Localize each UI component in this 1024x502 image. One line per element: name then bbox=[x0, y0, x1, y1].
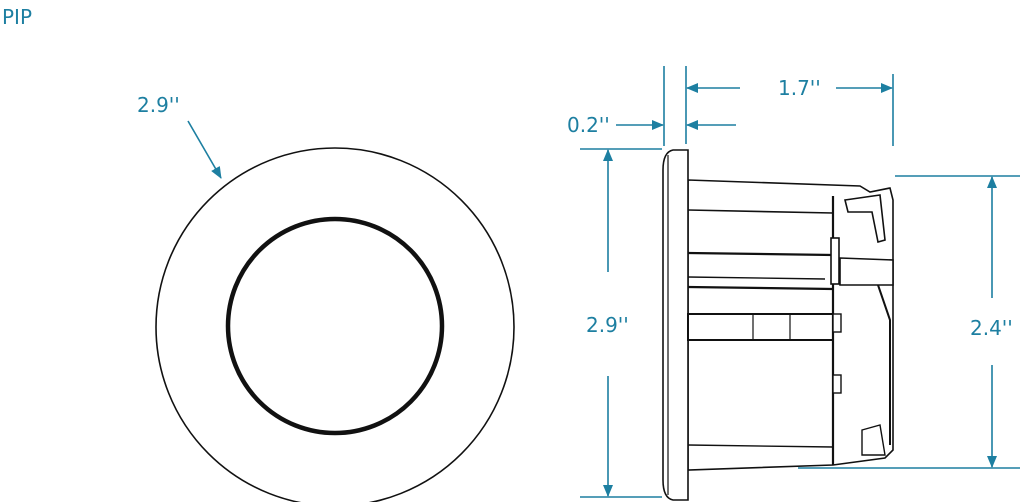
model-title: PIP bbox=[2, 5, 32, 29]
front-view: 2.9'' bbox=[137, 93, 515, 502]
body-height-label: 2.4'' bbox=[970, 316, 1013, 340]
flange bbox=[662, 149, 689, 501]
front-diameter-label: 2.9'' bbox=[137, 93, 180, 117]
flange-height-label: 2.9'' bbox=[586, 313, 629, 337]
front-inner-ring bbox=[225, 216, 445, 436]
side-view-dimensions: 1.7'' 0.2'' 2.9'' 2.4'' bbox=[567, 66, 1020, 498]
side-view-speaker bbox=[662, 149, 894, 501]
diameter-arrow bbox=[187, 120, 222, 179]
flange-depth-label: 0.2'' bbox=[567, 113, 610, 137]
body-depth-label: 1.7'' bbox=[778, 76, 821, 100]
